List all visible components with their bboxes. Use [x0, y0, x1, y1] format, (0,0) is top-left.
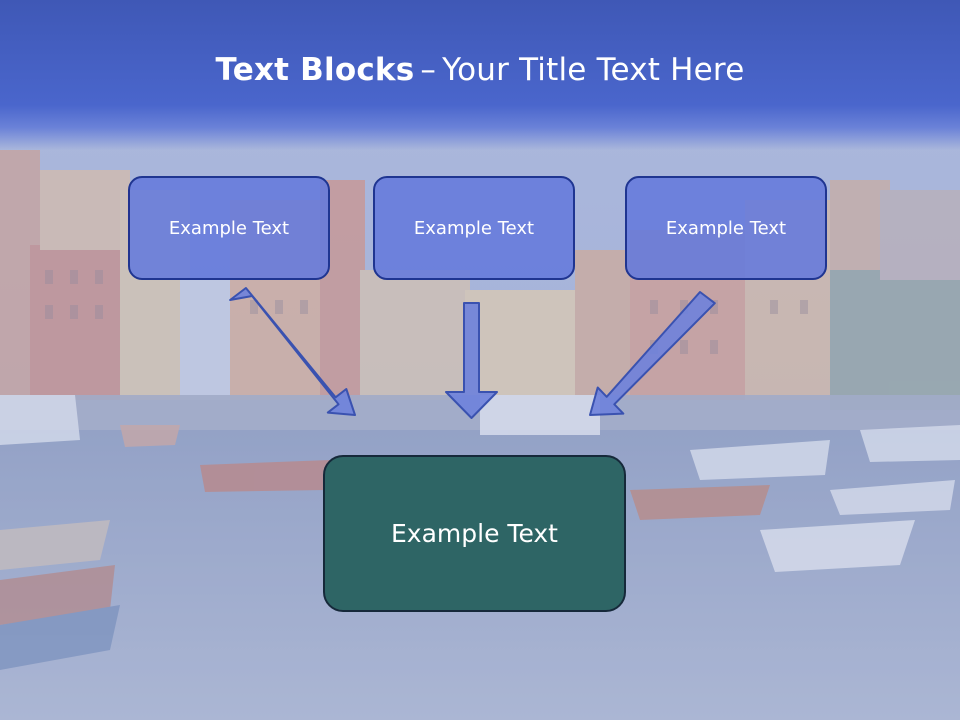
- title-bold-part: Text Blocks: [215, 52, 415, 88]
- target-text-block[interactable]: Example Text: [323, 455, 626, 612]
- arrow-left: [229, 287, 356, 416]
- arrow-middle: [445, 302, 498, 419]
- text-block-3[interactable]: Example Text: [625, 176, 827, 280]
- title-band: [0, 0, 960, 150]
- title-rest-part: Your Title Text Here: [442, 52, 745, 88]
- title-dash: –: [420, 52, 437, 88]
- text-block-1[interactable]: Example Text: [128, 176, 330, 280]
- text-block-2[interactable]: Example Text: [373, 176, 575, 280]
- arrow-right: [589, 291, 716, 416]
- slide-title: Text Blocks–Your Title Text Here: [0, 52, 960, 88]
